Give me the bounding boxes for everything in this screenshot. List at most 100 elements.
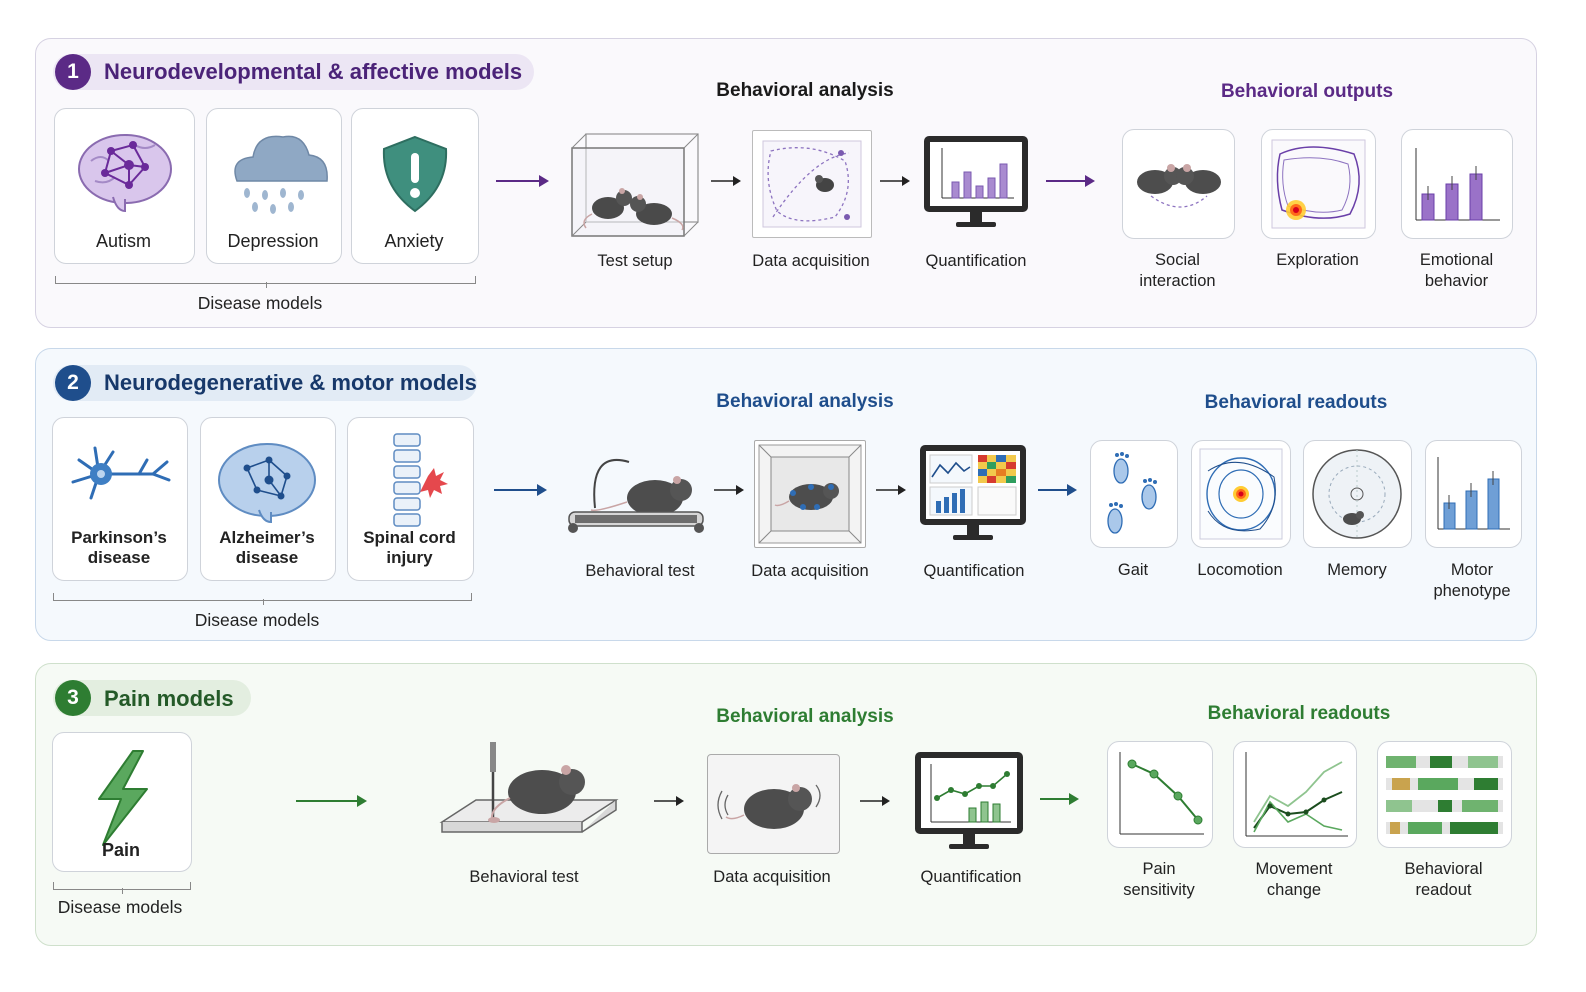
arrow-icon bbox=[876, 485, 906, 495]
panel-3-number: 3 bbox=[55, 680, 91, 716]
warning-shield-icon bbox=[382, 135, 448, 213]
disease-models-label: Disease models bbox=[194, 610, 320, 630]
disease-models-bracket bbox=[55, 276, 476, 288]
panel-2-header bbox=[53, 365, 477, 401]
pose-tracking-icon bbox=[758, 444, 862, 544]
gait-label: Gait bbox=[1117, 561, 1149, 579]
spine-injury-icon bbox=[393, 433, 448, 527]
test-box-icon bbox=[571, 133, 699, 237]
arrow-icon bbox=[880, 176, 910, 186]
locomotion-trace-icon bbox=[1199, 448, 1283, 540]
bar-chart-icon bbox=[1437, 457, 1510, 530]
anxiety-label: Anxiety bbox=[384, 231, 444, 251]
quantification-label: Quantification bbox=[920, 868, 1022, 886]
social-interaction-card bbox=[1122, 129, 1235, 239]
rain-cloud-icon bbox=[234, 135, 328, 214]
behavioral-test-label: Behavioral test bbox=[585, 562, 695, 580]
brain-network-icon bbox=[78, 134, 172, 213]
behavioral-test-label: Behavioral test bbox=[469, 868, 579, 886]
monitor-chart-icon bbox=[915, 752, 1023, 849]
readouts-title: Behavioral readouts bbox=[1204, 392, 1388, 413]
arrow-icon bbox=[296, 795, 367, 807]
autism-label: Autism bbox=[95, 231, 151, 251]
pain-sensitivity-card bbox=[1107, 741, 1213, 848]
data-acquisition-card bbox=[754, 440, 866, 548]
alzheimers-card bbox=[200, 417, 336, 581]
memory-card bbox=[1303, 440, 1412, 548]
arrow-icon bbox=[654, 796, 684, 806]
readouts-title: Behavioral readouts bbox=[1207, 703, 1391, 724]
arrow-icon bbox=[496, 175, 549, 187]
emotional-behavior-card bbox=[1401, 129, 1513, 239]
brain-network-icon bbox=[218, 443, 316, 524]
pain-card bbox=[52, 732, 192, 872]
treadmill-mouse-icon bbox=[568, 459, 704, 533]
parkinsons-card bbox=[52, 417, 188, 581]
analysis-title: Behavioral analysis bbox=[716, 391, 894, 412]
monitor-dashboard-icon bbox=[920, 445, 1026, 540]
panel-2-title: Neurodegenerative & motor models bbox=[104, 370, 477, 395]
panel-1-number: 1 bbox=[55, 54, 91, 90]
depression-label: Depression bbox=[227, 231, 319, 251]
disease-models-label: Disease models bbox=[197, 293, 323, 313]
data-acquisition-label: Data acquisition bbox=[751, 562, 869, 580]
two-mice-icon bbox=[1137, 164, 1221, 208]
gait-card bbox=[1090, 440, 1178, 548]
arrow-icon bbox=[1040, 793, 1079, 805]
analysis-title: Behavioral analysis bbox=[716, 80, 894, 101]
arrow-icon bbox=[494, 484, 547, 496]
data-acquisition-card bbox=[707, 754, 840, 854]
tracking-path-icon bbox=[762, 140, 862, 228]
motor-phenotype-card bbox=[1425, 440, 1522, 548]
exploration-label: Exploration bbox=[1276, 251, 1359, 269]
arrow-icon bbox=[1046, 175, 1095, 187]
outputs-title: Behavioral outputs bbox=[1220, 81, 1394, 102]
data-acquisition-card bbox=[752, 130, 872, 238]
arrow-icon bbox=[714, 485, 744, 495]
data-acquisition-label: Data acquisition bbox=[713, 868, 831, 886]
panel-1-header bbox=[53, 54, 534, 90]
locomotion-card bbox=[1191, 440, 1291, 548]
data-acquisition-label: Data acquisition bbox=[752, 252, 870, 270]
quantification-label: Quantification bbox=[925, 252, 1027, 270]
quantification-label: Quantification bbox=[923, 562, 1025, 580]
behavioral-readout-card bbox=[1377, 741, 1512, 848]
pain-label: Pain bbox=[101, 840, 140, 860]
lightning-bolt-icon bbox=[98, 750, 148, 846]
footprints-icon bbox=[1107, 452, 1157, 534]
disease-models-label: Disease models bbox=[57, 897, 183, 917]
test-setup-label: Test setup bbox=[597, 252, 673, 270]
panel-2-number: 2 bbox=[55, 365, 91, 401]
arrow-icon bbox=[711, 176, 741, 186]
memory-label: Memory bbox=[1327, 561, 1387, 579]
neuron-icon bbox=[71, 446, 171, 500]
arrow-icon bbox=[860, 796, 890, 806]
movement-change-card bbox=[1233, 741, 1357, 848]
mouse-motion-icon bbox=[717, 784, 821, 829]
ethogram-icon bbox=[1386, 756, 1503, 834]
monitor-chart-icon bbox=[924, 136, 1028, 227]
panel-1-title: Neurodevelopmental & affective models bbox=[104, 59, 523, 84]
von-frey-test-icon bbox=[439, 742, 619, 833]
arrow-icon bbox=[1038, 484, 1077, 496]
depression-card bbox=[206, 108, 342, 264]
bar-chart-icon bbox=[1415, 148, 1500, 221]
exploration-trace-icon bbox=[1271, 139, 1366, 229]
anxiety-card bbox=[351, 108, 479, 264]
disease-models-bracket bbox=[53, 882, 191, 894]
water-maze-icon bbox=[1312, 449, 1402, 539]
autism-card bbox=[54, 108, 195, 264]
spinal-cord-injury-card bbox=[347, 417, 474, 581]
analysis-title: Behavioral analysis bbox=[716, 706, 894, 727]
declining-line-chart-icon bbox=[1119, 752, 1204, 835]
exploration-card bbox=[1261, 129, 1376, 239]
